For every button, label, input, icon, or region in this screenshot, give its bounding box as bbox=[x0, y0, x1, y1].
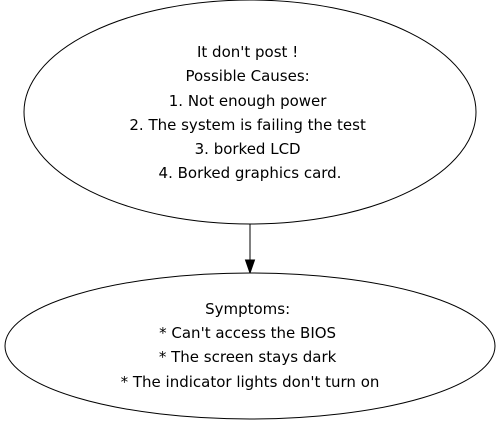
node-symptoms: Symptoms: * Can't access the BIOS * The … bbox=[4, 272, 496, 420]
node-symptoms-line-1: Symptoms: bbox=[205, 300, 290, 318]
node-no-post: It don't post ! Possible Causes: 1. Not … bbox=[23, 0, 477, 225]
node-symptoms-ellipse bbox=[4, 272, 496, 420]
node-symptoms-label: Symptoms: * Can't access the BIOS * The … bbox=[121, 300, 380, 391]
node-symptoms-line-2: * Can't access the BIOS bbox=[159, 324, 336, 342]
node-no-post-line-1: It don't post ! bbox=[197, 43, 298, 61]
node-symptoms-line-4: * The indicator lights don't turn on bbox=[121, 373, 380, 391]
node-no-post-line-4: 2. The system is failing the test bbox=[129, 116, 366, 134]
arrowhead-icon bbox=[244, 259, 256, 275]
node-no-post-line-2: Possible Causes: bbox=[185, 67, 309, 85]
edge-no-post-to-symptoms bbox=[244, 224, 256, 275]
node-no-post-line-6: 4. Borked graphics card. bbox=[159, 164, 342, 182]
node-no-post-line-3: 1. Not enough power bbox=[169, 92, 328, 110]
node-no-post-ellipse bbox=[23, 0, 477, 225]
node-no-post-label: It don't post ! Possible Causes: 1. Not … bbox=[129, 43, 370, 182]
node-no-post-line-5: 3. borked LCD bbox=[195, 140, 301, 158]
node-symptoms-line-3: * The screen stays dark bbox=[159, 348, 337, 366]
